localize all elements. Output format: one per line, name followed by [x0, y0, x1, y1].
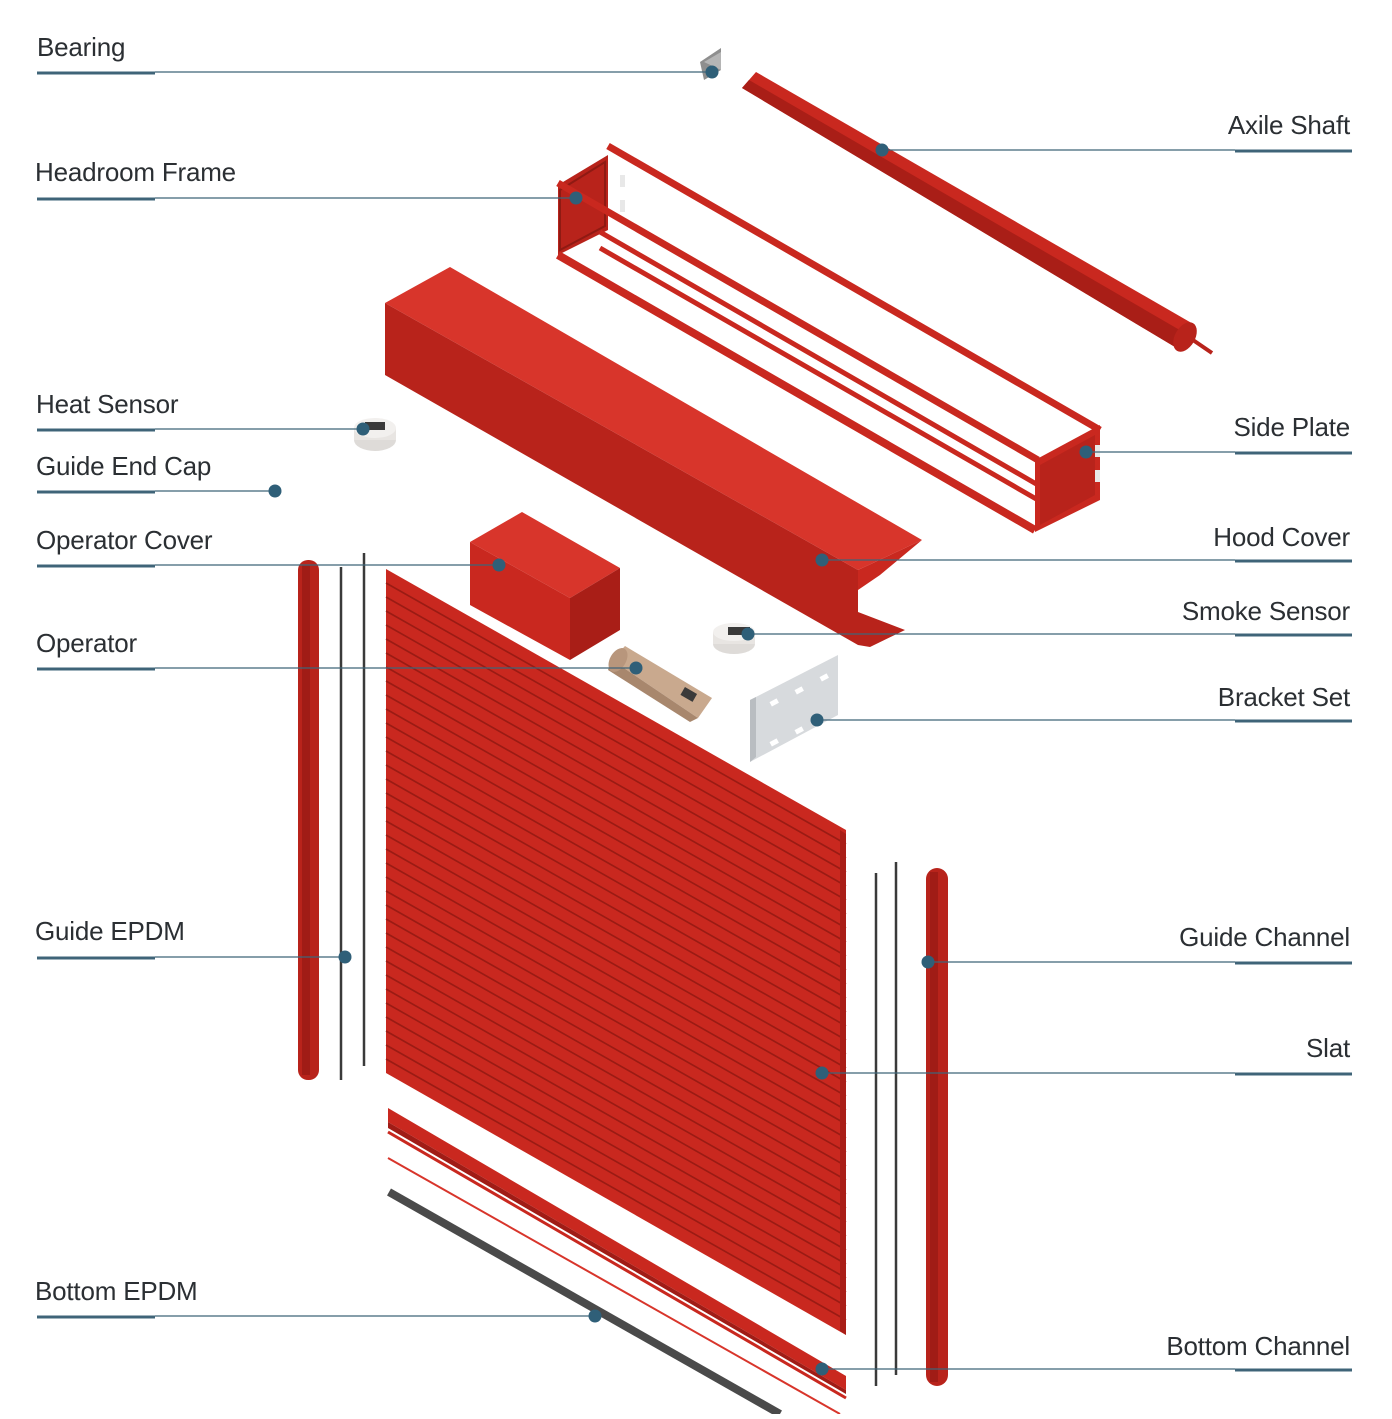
slat-ridge [385, 652, 847, 915]
slat-ridge [385, 918, 847, 1181]
hood-cover-part [385, 267, 922, 647]
slat-ridge [385, 596, 847, 859]
slat-part [385, 569, 847, 1335]
label-hood-cover: Hood Cover [1213, 522, 1350, 552]
slat-ridge [385, 1030, 847, 1293]
slat-ridge [385, 764, 847, 1027]
label-side-plate: Side Plate [1233, 412, 1350, 442]
slat-ridge [385, 680, 847, 943]
label-headroom-frame: Headroom Frame [35, 157, 236, 187]
leader-dots [268, 65, 1093, 1376]
slat-ridge [385, 666, 847, 929]
slat-ridge [385, 974, 847, 1237]
label-smoke-sensor: Smoke Sensor [1181, 596, 1350, 626]
slat-ridge [385, 1016, 847, 1279]
label-guide-epdm: Guide EPDM [35, 916, 185, 946]
slat-ridge [385, 694, 847, 957]
label-bearing: Bearing [37, 32, 126, 62]
slat-ridge [385, 876, 847, 1139]
slat-ridge [385, 848, 847, 1111]
label-heat-sensor: Heat Sensor [36, 389, 179, 419]
slat-ridge [385, 708, 847, 971]
slat-ridge [385, 890, 847, 1153]
label-axile-shaft: Axile Shaft [1227, 110, 1350, 140]
operator-cover-part [470, 512, 620, 660]
bottom-epdm-part [387, 1188, 782, 1418]
bottom-channel-part [387, 1108, 847, 1415]
label-slat: Slat [1305, 1033, 1350, 1063]
slat-ridge [385, 932, 847, 1195]
label-guide-end-cap: Guide End Cap [36, 451, 212, 481]
slat-ridge [385, 582, 847, 845]
slat-ridge [385, 820, 847, 1083]
slat-ridge [385, 778, 847, 1041]
slat-ridge [385, 736, 847, 999]
slat-ridge [385, 638, 847, 901]
slat-ridge [385, 750, 847, 1013]
axile-shaft-part [742, 72, 1214, 355]
slat-ridge [385, 946, 847, 1209]
slat-ridge [385, 862, 847, 1125]
slat-ridge [385, 792, 847, 1055]
label-underlines [37, 71, 1352, 1372]
slat-ridge [385, 1002, 847, 1265]
leader-lines [155, 71, 1235, 1370]
label-guide-channel: Guide Channel [1179, 922, 1350, 952]
left-guide-channel-part [298, 553, 366, 1080]
right-guide-channel-part [874, 862, 948, 1386]
slat-ridge [385, 834, 847, 1097]
slat-ridge [385, 988, 847, 1251]
slat-ridge [385, 1044, 847, 1307]
bracket-set-part [750, 655, 838, 762]
label-bracket-set: Bracket Set [1217, 682, 1350, 712]
label-bottom-epdm: Bottom EPDM [35, 1276, 198, 1306]
label-bottom-channel: Bottom Channel [1166, 1331, 1350, 1361]
slat-ridge [385, 1058, 847, 1321]
label-operator: Operator [36, 628, 138, 658]
slat-ridge [385, 904, 847, 1167]
slat-ridge [385, 806, 847, 1069]
slat-ridge [385, 610, 847, 873]
label-operator-cover: Operator Cover [36, 525, 213, 555]
slat-ridge [385, 960, 847, 1223]
slat-ridge [385, 722, 847, 985]
